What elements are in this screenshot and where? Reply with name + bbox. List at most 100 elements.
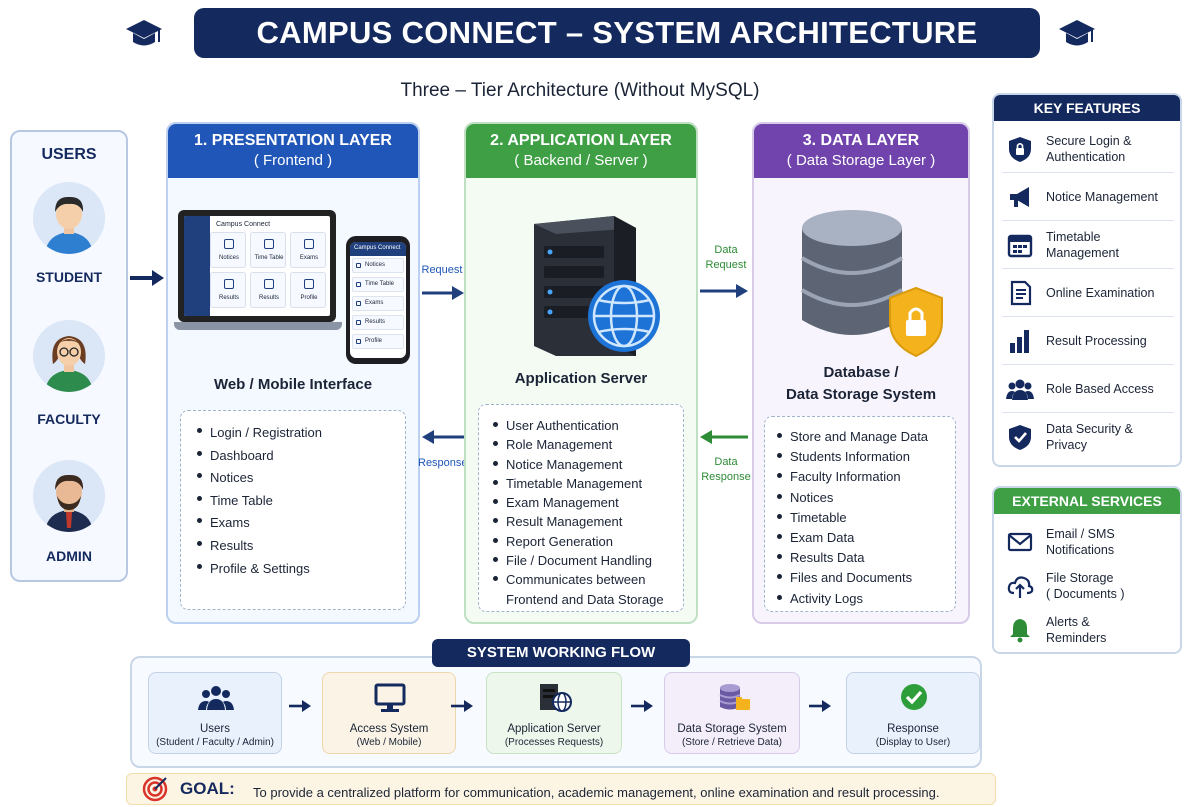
monitor-icon: [374, 683, 406, 712]
feature-item: Files and Documents: [773, 568, 955, 588]
presentation-layer-subheading: ( Frontend ): [253, 152, 333, 169]
graduation-cap-icon: [126, 20, 162, 46]
data-layer-subheading: ( Data Storage Layer ): [786, 152, 936, 169]
external-services-heading: EXTERNAL SERVICES: [994, 488, 1180, 514]
phone-menu-item[interactable]: Results: [352, 315, 404, 330]
feature-item: Activity Logs: [773, 589, 955, 609]
laptop-tile[interactable]: Results: [210, 272, 246, 308]
feature-item: Login / Registration: [193, 422, 405, 445]
flow-step-title: Data Storage System: [677, 723, 787, 735]
feature-item: Result Management: [489, 512, 683, 531]
menu-icon: [356, 263, 361, 268]
faculty-avatar: [33, 320, 105, 392]
phone-menu-item[interactable]: Profile: [352, 334, 404, 349]
data-response-arrow: [700, 430, 748, 444]
menu-icon: [356, 282, 361, 287]
flow-arrow: [809, 700, 831, 712]
calendar-icon: [1007, 234, 1033, 258]
tile-label: Exams: [299, 255, 319, 261]
feature-item: Timetable: [773, 508, 955, 528]
laptop-tile[interactable]: Results: [250, 272, 286, 308]
flow-step-subtitle: (Processes Requests): [504, 737, 604, 748]
feature-item: Faculty Information: [773, 467, 955, 487]
flow-step: Access System(Web / Mobile): [322, 672, 456, 754]
graduation-cap-icon: [1059, 20, 1095, 46]
phone-menu-item[interactable]: Time Table: [352, 277, 404, 292]
key-features-panel: KEY FEATURES Secure Login &Authenticatio…: [992, 93, 1182, 467]
laptop-tile[interactable]: Exams: [290, 232, 326, 268]
shield-check-icon: [1009, 425, 1031, 450]
feature-item: Exam Management: [489, 493, 683, 512]
goal-banner: [126, 773, 996, 805]
response-arrow: [422, 430, 464, 444]
application-layer-heading: 2. APPLICATION LAYER: [490, 132, 672, 149]
tile-label: Time Table: [254, 255, 284, 261]
feature-label: Result Processing: [1046, 334, 1147, 348]
server-icon: [534, 216, 660, 356]
feature-label: Timetable Management: [1046, 230, 1119, 260]
role-label-faculty: FACULTY: [37, 411, 101, 427]
application-layer-subheading: ( Backend / Server ): [514, 152, 648, 169]
page-title: CAMPUS CONNECT – SYSTEM ARCHITECTURE: [194, 8, 1040, 58]
feature-item: Frontend and Data Storage: [506, 591, 664, 607]
key-feature-item: Role Based Access: [1002, 365, 1174, 413]
data-layer-heading: 3. DATA LAYER: [802, 132, 920, 149]
key-feature-item: Secure Login &Authentication: [1002, 125, 1174, 173]
feature-label: Data Security &Privacy: [1046, 422, 1133, 452]
flow-step-title: Response: [887, 723, 939, 735]
feature-item: Students Information: [773, 447, 955, 467]
bar-chart-icon: [1010, 330, 1029, 353]
megaphone-icon: [1010, 187, 1029, 207]
users-to-frontend-arrow: [130, 270, 164, 286]
goal-label: GOAL:: [180, 779, 235, 798]
phone-menu-item[interactable]: Notices: [352, 258, 404, 273]
users-group-icon: [198, 686, 234, 710]
feature-label: File Storage( Documents ): [1046, 571, 1125, 601]
application-caption: Application Server: [514, 370, 648, 387]
phone-menu-item[interactable]: Exams: [352, 296, 404, 311]
feature-item: Time Table: [193, 490, 405, 513]
key-feature-item: Online Examination: [1002, 269, 1174, 317]
server-globe-icon: [540, 684, 572, 712]
flow-step: Data Storage System(Store / Retrieve Dat…: [664, 672, 800, 754]
database-icon: [800, 210, 943, 358]
key-feature-item: Timetable Management: [1002, 221, 1174, 269]
flow-step-title: Users: [199, 723, 231, 735]
feature-label: Secure Login &Authentication: [1046, 134, 1132, 164]
feature-item: Profile & Settings: [193, 558, 405, 581]
laptop-tile[interactable]: Profile: [290, 272, 326, 308]
menu-icon: [356, 301, 361, 306]
key-feature-item: Result Processing: [1002, 317, 1174, 365]
feature-item: Report Generation: [489, 532, 683, 551]
subtitle: Three – Tier Architecture (Without MySQL…: [400, 80, 760, 101]
feature-item: Results Data: [773, 548, 955, 568]
feature-item: Exams: [193, 512, 405, 535]
phone-app-title: Campus Connect: [354, 245, 401, 251]
flow-step-title: Application Server: [507, 723, 601, 735]
menu-icon: [356, 320, 361, 325]
menu-icon: [356, 339, 361, 344]
working-flow-heading: SYSTEM WORKING FLOW: [432, 639, 690, 667]
flow-arrow: [451, 700, 473, 712]
key-features-heading: KEY FEATURES: [994, 95, 1180, 121]
check-circle-icon: [901, 684, 927, 710]
flow-step-subtitle: (Student / Faculty / Admin): [156, 737, 274, 748]
external-service-item: Alerts &Reminders: [1002, 608, 1174, 652]
laptop-app-title: Campus Connect: [216, 221, 271, 228]
data-request-arrow: [700, 284, 748, 298]
presentation-layer-heading: 1. PRESENTATION LAYER: [194, 132, 392, 149]
flow-step-subtitle: (Web / Mobile): [356, 737, 422, 748]
laptop-tile[interactable]: Time Table: [250, 232, 286, 268]
tile-icon: [264, 279, 274, 289]
flow-arrow: [289, 700, 311, 712]
feature-item: Role Management: [489, 435, 683, 454]
key-feature-item: Data Security &Privacy: [1002, 413, 1174, 461]
feature-item: Results: [193, 535, 405, 558]
laptop-tile[interactable]: Notices: [210, 232, 246, 268]
feature-item: Store and Manage Data: [773, 427, 955, 447]
flow-arrow: [631, 700, 653, 712]
